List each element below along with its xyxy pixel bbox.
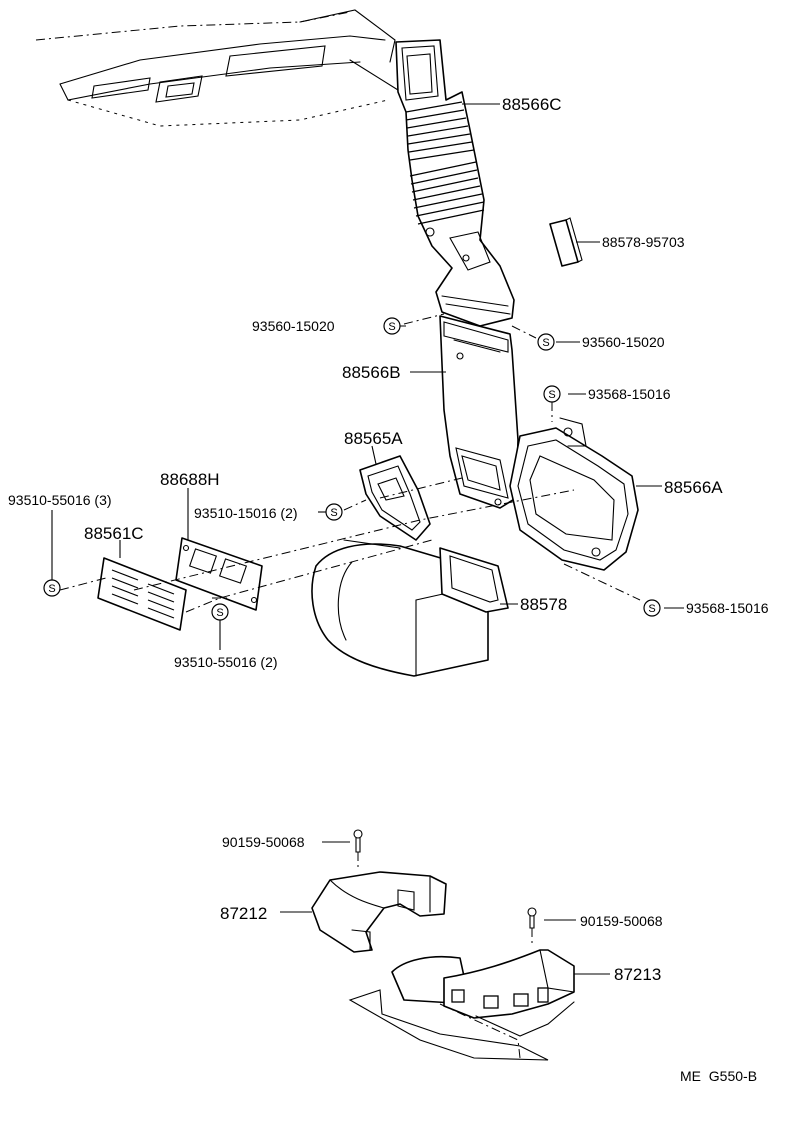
pad-88578-95703 [549, 219, 579, 267]
label-88566C: 88566C [502, 95, 562, 114]
svg-text:S: S [648, 603, 655, 615]
floor-duct-87213 [348, 949, 575, 1061]
drawing-code: ME G550-B [680, 1068, 757, 1084]
s-marker-1: S [383, 317, 401, 335]
s-marker-7: S [211, 603, 229, 621]
label-87213: 87213 [614, 965, 661, 984]
grille-88561C [97, 557, 187, 631]
label-93560-15020-left: 93560-15020 [252, 318, 335, 334]
label-88578-95703: 88578-95703 [602, 234, 685, 250]
label-93510-55016-2: 93510-55016 (2) [174, 654, 278, 670]
middle-duct-88566B [439, 315, 519, 509]
label-93560-15020-right: 93560-15020 [582, 334, 665, 350]
label-93568-15016-bottom: 93568-15016 [686, 600, 769, 616]
roof-panel [35, 9, 399, 127]
gasket-88565A [359, 455, 431, 541]
label-88578: 88578 [520, 595, 567, 614]
label-88566A: 88566A [664, 478, 723, 497]
s-marker-2: S [537, 333, 555, 351]
bracket-87212 [311, 871, 447, 953]
label-93510-15016-2: 93510-15016 (2) [194, 505, 298, 521]
label-90159-50068-right: 90159-50068 [580, 913, 663, 929]
screw-right [527, 907, 537, 929]
screw-left [353, 829, 363, 853]
label-88566B: 88566B [342, 363, 401, 382]
gasket-88578 [439, 547, 509, 613]
svg-text:S: S [216, 607, 223, 619]
s-marker-3: S [543, 385, 561, 403]
s-marker-5: S [43, 579, 61, 597]
upper-duct-88566C [395, 39, 515, 327]
register-88566A [509, 417, 639, 571]
s-marker-6: S [643, 599, 661, 617]
s-marker-4: S [325, 503, 343, 521]
label-88561C: 88561C [84, 524, 144, 543]
svg-text:S: S [48, 583, 55, 595]
svg-text:S: S [388, 321, 395, 333]
label-90159-50068-left: 90159-50068 [222, 834, 305, 850]
label-93510-55016-3: 93510-55016 (3) [8, 492, 112, 508]
label-87212: 87212 [220, 904, 267, 923]
leader-lines [51, 103, 684, 1059]
svg-text:S: S [330, 507, 337, 519]
label-93568-15016-top: 93568-15016 [588, 386, 671, 402]
plate-88688H [175, 537, 263, 611]
label-88688H: 88688H [160, 470, 220, 489]
label-88565A: 88565A [344, 429, 403, 448]
svg-text:S: S [548, 389, 555, 401]
svg-text:S: S [542, 337, 549, 349]
